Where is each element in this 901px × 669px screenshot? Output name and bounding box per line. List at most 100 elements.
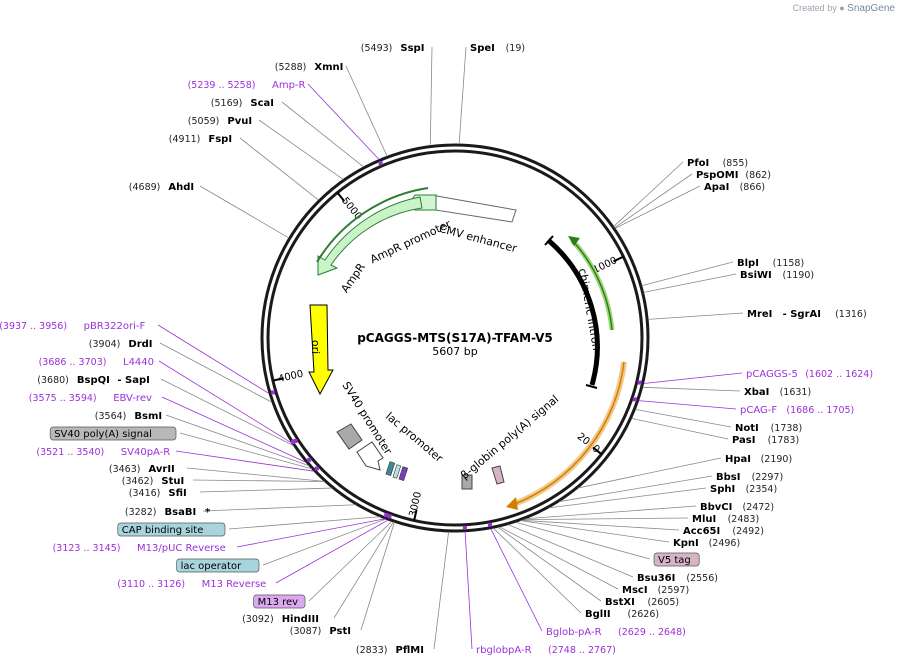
site-name: SpeI <box>470 43 495 54</box>
site-rbglobpa-r[interactable]: rbglobpA-R(2748 .. 2767) <box>476 645 616 656</box>
site-position: (2190) <box>761 454 793 465</box>
site-pcag-f[interactable]: pCAG-F(1686 .. 1705) <box>740 405 854 416</box>
site-sphi[interactable]: SphI(2354) <box>710 484 777 495</box>
site-xmni[interactable]: (5288) XmnI <box>275 62 344 73</box>
site-sfii[interactable]: (3416)SfiI <box>129 488 187 499</box>
site-position: (1602 .. 1624) <box>805 369 873 380</box>
site-pvui[interactable]: (5059)PvuI <box>188 116 252 127</box>
site-position: (4911) <box>169 134 201 145</box>
site-m13-rev[interactable]: M13 rev <box>253 594 306 609</box>
leader-bglob-pa-r <box>490 528 543 632</box>
site-pflmi[interactable]: (2833)PflMI <box>356 645 424 656</box>
site-bspqi[interactable]: - SapI(3680)BspQI <box>37 375 150 386</box>
feature-lac-promoter[interactable] <box>356 441 384 471</box>
feature-lac-operator[interactable] <box>392 464 402 479</box>
site-sspi[interactable]: (5493)SspI <box>361 43 425 54</box>
site-box <box>253 594 306 609</box>
leader-drdi <box>159 342 273 403</box>
site-psti[interactable]: (3087)PstI <box>290 626 351 637</box>
site-name: BsiWI <box>740 270 772 281</box>
site-bbvci[interactable]: BbvCI(2472) <box>700 502 774 513</box>
site-star: * <box>205 507 211 518</box>
leader-sspi <box>429 46 433 146</box>
site-lac-operator[interactable]: lac operator <box>176 558 260 573</box>
credit-prefix: Created by <box>792 3 837 13</box>
feature-v5-tag-mark[interactable] <box>491 465 505 485</box>
site-position: (5288) <box>275 62 307 73</box>
site-scai[interactable]: (5169)ScaI <box>211 98 274 109</box>
site-m13-puc-reverse[interactable]: (3123 .. 3145)M13/pUC Reverse <box>53 543 226 554</box>
site-bsabi[interactable]: *(3282)BsaBI <box>125 507 211 518</box>
site-amp-r[interactable]: (5239 .. 5258) Amp-R <box>188 80 306 91</box>
site-fspi[interactable]: (4911)FspI <box>169 134 232 145</box>
leader-msci <box>499 526 619 590</box>
feature-cmv-enhancer[interactable] <box>428 194 517 223</box>
site-pcaggs-5[interactable]: pCAGGS-5(1602 .. 1624) <box>746 369 873 380</box>
primer-mark-pbr322ori-f <box>270 390 275 395</box>
site-noti[interactable]: NotI(1738) <box>735 423 802 434</box>
leader-pvui <box>258 119 344 180</box>
site-name: pBR322ori-F <box>84 321 146 332</box>
site-ahdi[interactable]: (4689)AhdI <box>129 182 194 193</box>
feature-bglobin-polya[interactable] <box>461 474 473 490</box>
feature-chimeric-intron[interactable] <box>546 238 600 386</box>
leader-rbglobpa-r <box>464 531 473 650</box>
site-blpi[interactable]: BlpI(1158) <box>737 258 804 269</box>
feature-ampr[interactable] <box>317 196 423 276</box>
site-name: M13/pUC Reverse <box>137 543 226 554</box>
site-spei[interactable]: SpeI(19) <box>470 43 525 54</box>
site-stui[interactable]: (3462)StuI <box>122 476 184 487</box>
feature-sv40-promoter[interactable] <box>336 423 363 450</box>
site-name: pCAG-F <box>740 405 777 416</box>
site-kpni[interactable]: KpnI(2496) <box>673 538 740 549</box>
feature-m13-rev[interactable] <box>398 466 409 481</box>
site-label: lac operator <box>181 561 242 572</box>
site-bsmi[interactable]: (3564)BsmI <box>95 411 162 422</box>
site-position: (5059) <box>188 116 220 127</box>
site-msci[interactable]: MscI(2597) <box>622 585 689 596</box>
tick-5000 <box>336 191 346 202</box>
site-pbr322ori-f[interactable]: (3937 .. 3956)pBR322ori-F <box>0 321 145 332</box>
feature-cap-site[interactable] <box>385 461 396 476</box>
site-v5-tag[interactable]: V5 tag <box>653 552 700 567</box>
leader-psti <box>360 522 395 631</box>
site-l4440[interactable]: (3686 .. 3703)L4440 <box>39 357 154 368</box>
site-hpai[interactable]: HpaI(2190) <box>725 454 792 465</box>
site-pfoi[interactable]: PfoI(855) <box>687 158 748 169</box>
site-name: XmnI <box>314 62 343 73</box>
feature-ori[interactable] <box>308 304 334 396</box>
site-bglii[interactable]: BglII(2626) <box>585 609 659 620</box>
site-position: (1631) <box>780 387 812 398</box>
site-cap-binding-site[interactable]: CAP binding site <box>117 522 226 537</box>
leader-stui <box>192 479 325 482</box>
site-pspomi[interactable]: PspOMI(862) <box>696 170 771 181</box>
site-name: BbsI <box>716 472 740 483</box>
site-mlui[interactable]: MluI(2483) <box>692 514 759 525</box>
site-name: BspQI <box>77 375 110 386</box>
site-bsu36i[interactable]: Bsu36I(2556) <box>637 573 718 584</box>
leader-sfii <box>199 487 333 493</box>
site-name: Amp-R <box>272 80 306 91</box>
site-hindiii[interactable]: (3092)HindIII <box>242 614 319 625</box>
backbone-inner <box>266 149 644 527</box>
site-bglob-pa-r[interactable]: Bglob-pA-R(2629 .. 2648) <box>546 627 686 638</box>
site-position: (4689) <box>129 182 161 193</box>
site-sv40-poly-a-signal[interactable]: SV40 poly(A) signal <box>49 426 177 441</box>
site-name: SV40pA-R <box>121 447 170 458</box>
site-apai[interactable]: ApaI(866) <box>704 182 765 193</box>
leader-bsiwi <box>643 273 737 293</box>
site-avrii[interactable]: (3463)AvrII <box>109 464 175 475</box>
site-position: (5239 .. 5258) <box>188 80 256 91</box>
site-m13-reverse[interactable]: (3110 .. 3126)M13 Reverse <box>117 579 266 590</box>
site-bsiwi[interactable]: BsiWI(1190) <box>740 270 814 281</box>
site-xbai[interactable]: XbaI(1631) <box>744 387 811 398</box>
site-bbsi[interactable]: BbsI(2297) <box>716 472 783 483</box>
site-pasi[interactable]: PasI(1783) <box>732 435 799 446</box>
site-acc65i[interactable]: Acc65I(2492) <box>683 526 764 537</box>
site-drdi[interactable]: (3904)DrdI <box>89 339 153 350</box>
site-ebv-rev[interactable]: (3575 .. 3594)EBV-rev <box>29 393 152 404</box>
site-label: CAP binding site <box>122 525 204 536</box>
site-sv40pa-r[interactable]: (3521 .. 3540)SV40pA-R <box>36 447 170 458</box>
site-bstxi[interactable]: BstXI(2605) <box>605 597 679 608</box>
